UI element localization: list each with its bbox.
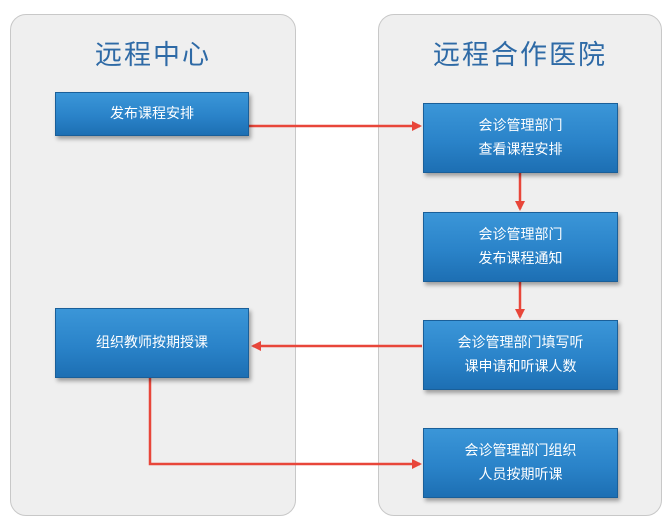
lane-title-partner-hospital: 远程合作医院: [433, 40, 607, 71]
node-organize-teaching[interactable]: 组织教师按期授课: [55, 308, 249, 378]
node-fill-attendance-line2: 课申请和听课人数: [464, 359, 577, 375]
node-publish-schedule[interactable]: 发布课程安排: [55, 92, 249, 136]
node-organize-attendance-line2: 人员按期听课: [478, 467, 563, 483]
node-view-schedule-line2: 查看课程安排: [478, 142, 563, 158]
node-organize-attendance-line1: 会诊管理部门组织: [464, 443, 577, 459]
node-publish-notice-line1: 会诊管理部门: [478, 227, 563, 243]
node-fill-attendance[interactable]: 会诊管理部门填写听 课申请和听课人数: [423, 320, 618, 390]
node-publish-notice-line2: 发布课程通知: [478, 251, 563, 267]
node-publish-schedule-label: 发布课程安排: [110, 106, 194, 122]
node-organize-teaching-label: 组织教师按期授课: [96, 335, 208, 351]
node-fill-attendance-line1: 会诊管理部门填写听: [457, 335, 584, 351]
lane-remote-center: 远程中心: [10, 14, 296, 516]
node-organize-attendance[interactable]: 会诊管理部门组织 人员按期听课: [423, 428, 618, 498]
node-view-schedule-line1: 会诊管理部门: [478, 118, 563, 134]
node-publish-notice[interactable]: 会诊管理部门 发布课程通知: [423, 212, 618, 282]
node-view-schedule[interactable]: 会诊管理部门 查看课程安排: [423, 103, 618, 173]
lane-title-remote-center: 远程中心: [95, 40, 211, 71]
